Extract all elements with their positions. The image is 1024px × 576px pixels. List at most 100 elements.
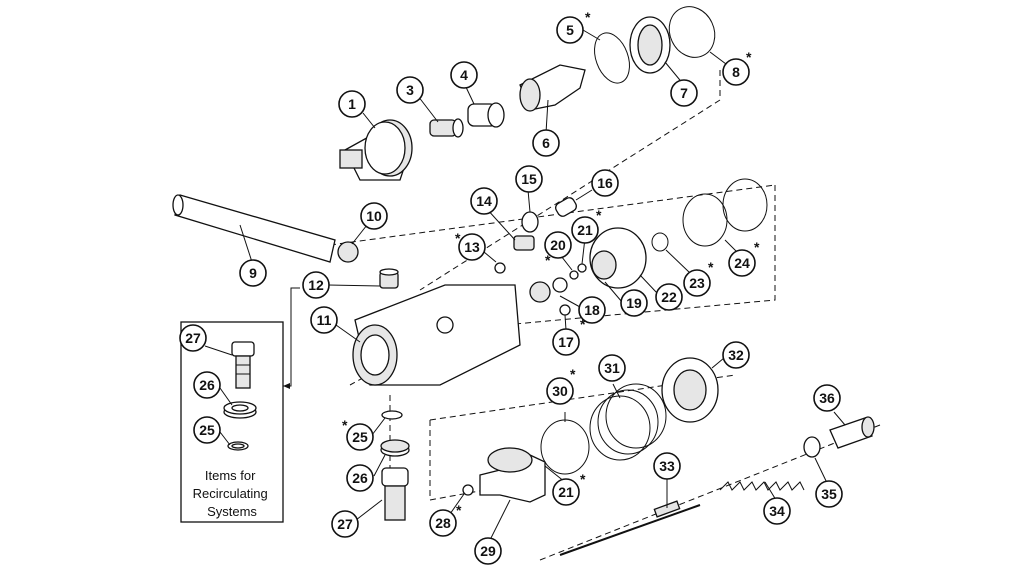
callout-34: 34 (763, 497, 791, 525)
callout-29-label: 29 (480, 543, 496, 559)
callout-34-label: 34 (769, 503, 785, 519)
callout-25: 25* (342, 417, 374, 451)
callout-28-label: 28 (435, 515, 451, 531)
callout-3-label: 3 (406, 82, 414, 98)
callout-35-label: 35 (821, 486, 837, 502)
callout-28-star: * (456, 502, 462, 518)
callout-12: 12 (302, 271, 330, 299)
recirculating-items-box: Items for Recirculating Systems (180, 287, 300, 523)
callout-3: 3 (396, 76, 424, 104)
callout-14-label: 14 (476, 193, 492, 209)
part-13-washer (494, 262, 506, 274)
callout-4: 4 (450, 61, 478, 89)
part-26-box-nut (223, 401, 257, 419)
callout-27-label: 27 (337, 516, 353, 532)
callout-33-label: 33 (659, 458, 675, 474)
callout-26-box-label: 26 (199, 377, 215, 393)
callout-13: 13* (455, 230, 486, 261)
callout-7: 7 (670, 79, 698, 107)
part-3-fitting (429, 118, 464, 138)
callout-12-label: 12 (308, 277, 324, 293)
callout-25-star: * (342, 417, 348, 433)
callout-17: 17* (552, 316, 586, 356)
callout-5-label: 5 (566, 22, 574, 38)
callout-11-label: 11 (317, 312, 332, 328)
callout-21-lower: 21 * (552, 471, 586, 506)
part-17-ball (559, 304, 571, 316)
callout-16-label: 16 (597, 175, 613, 191)
callout-30-label: 30 (552, 383, 568, 399)
recirculating-line2: Recirculating (193, 486, 268, 501)
callout-27-box-label: 27 (185, 330, 201, 346)
callout-21-lower-star: * (580, 471, 586, 487)
part-5-oring (594, 32, 630, 84)
part-30-oring (540, 419, 590, 475)
callout-17-star: * (580, 316, 586, 332)
callout-24-label: 24 (734, 255, 750, 271)
callout-20: 20* (544, 231, 572, 268)
callout-15-label: 15 (521, 171, 537, 187)
callout-25-box-label: 25 (199, 422, 215, 438)
callout-25-label: 25 (352, 429, 368, 445)
callout-6: 6 (532, 129, 560, 157)
callout-26-label: 26 (352, 470, 368, 486)
callout-21-upper-label: 21 (577, 222, 593, 238)
callout-23: 23* (683, 259, 714, 297)
part-34-spring (719, 481, 805, 491)
callout-13-label: 13 (464, 239, 480, 255)
part-16-plug (555, 197, 577, 217)
callout-24-star: * (754, 239, 760, 255)
part-25-oring (381, 410, 403, 420)
callout-13-star: * (455, 230, 461, 246)
callout-30: 30* (546, 366, 576, 405)
recirculating-line3: Systems (207, 504, 257, 519)
callout-15: 15 (515, 165, 543, 193)
callout-26: 26 (346, 464, 374, 492)
callout-7-label: 7 (680, 85, 688, 101)
callout-33: 33 (653, 452, 681, 480)
callout-20-star: * (545, 252, 551, 268)
callout-18: 18 (578, 296, 606, 324)
callout-21-upper-star: * (596, 207, 602, 223)
callout-1-label: 1 (348, 96, 356, 112)
callout-9: 9 (239, 259, 267, 287)
part-22-diaphragm (589, 227, 647, 289)
callout-21-upper: 21* (571, 207, 602, 244)
part-24-oring (682, 178, 768, 247)
part-14-15-fittings (513, 211, 539, 251)
callout-8: 8* (722, 49, 752, 86)
callout-20-label: 20 (550, 237, 566, 253)
callout-27: 27 (331, 510, 359, 538)
part-25-box-oring (227, 441, 249, 451)
callout-1: 1 (338, 90, 366, 118)
part-8-oring (668, 6, 716, 58)
callout-36-label: 36 (819, 390, 835, 406)
part-1-aircap (339, 119, 413, 181)
callout-10: 10 (360, 202, 388, 230)
callout-23-star: * (708, 259, 714, 275)
part-28-seal (462, 484, 474, 496)
part-23-oring (651, 232, 669, 252)
callout-9-label: 9 (249, 265, 257, 281)
callout-32-label: 32 (728, 347, 744, 363)
part-36-cap-screw (829, 416, 875, 449)
part-33-needle (559, 500, 701, 556)
part-35-washer (803, 436, 821, 458)
callout-31-label: 31 (604, 360, 620, 376)
part-9-rod (172, 194, 359, 263)
callout-29: 29 (474, 537, 502, 565)
part-6-nozzle (519, 64, 586, 112)
callout-22-label: 22 (661, 289, 677, 305)
callout-6-label: 6 (542, 135, 550, 151)
callout-5-star: * (585, 9, 591, 25)
callout-21-lower-label: 21 (558, 484, 574, 500)
callout-8-label: 8 (732, 64, 740, 80)
part-12-bushing (379, 268, 399, 289)
callout-11: 11 (310, 306, 338, 334)
part-18-seat (529, 277, 568, 303)
part-26-nut (380, 439, 410, 457)
recirculating-line1: Items for (205, 468, 256, 483)
svg-text:Items for Recirculating: Items for Recirculating Systems (193, 468, 272, 519)
part-11-body (352, 284, 521, 386)
